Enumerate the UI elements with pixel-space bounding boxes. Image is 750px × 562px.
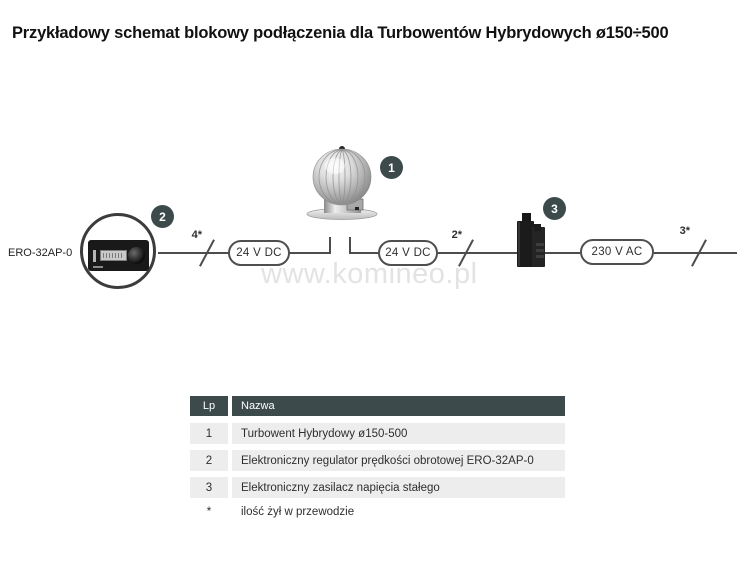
wire-segment bbox=[349, 252, 378, 254]
table-row: 2 Elektroniczny regulator prędkości obro… bbox=[190, 450, 565, 471]
col-header-nazwa: Nazwa bbox=[232, 396, 565, 416]
cell-lp: 1 bbox=[190, 423, 228, 444]
badge-turbine: 1 bbox=[380, 156, 403, 179]
legend-table: Lp Nazwa 1 Turbowent Hybrydowy ø150-500 … bbox=[190, 396, 565, 520]
wire-segment bbox=[290, 252, 331, 254]
voltage-box-230vac: 230 V AC bbox=[580, 239, 654, 265]
footnote-text: ilość żył w przewodzie bbox=[241, 506, 355, 518]
controller-logo bbox=[93, 266, 103, 268]
cell-lp: 3 bbox=[190, 477, 228, 498]
wire-stub bbox=[349, 237, 351, 254]
wire-count-label: 3* bbox=[679, 225, 690, 237]
wire-count-label: 4* bbox=[191, 229, 202, 241]
cell-lp: 2 bbox=[190, 450, 228, 471]
badge-regulator: 2 bbox=[151, 205, 174, 228]
wire-segment bbox=[438, 252, 517, 254]
controller-digits bbox=[103, 253, 124, 258]
cell-nazwa: Turbowent Hybrydowy ø150-500 bbox=[232, 423, 565, 444]
device-label: ERO-32AP-0 bbox=[8, 247, 73, 259]
power-supply-illustration bbox=[517, 213, 545, 267]
wire-segment bbox=[158, 252, 230, 254]
voltage-box-24vdc-right: 24 V DC bbox=[378, 240, 438, 266]
cell-nazwa: Elektroniczny zasilacz napięcia stałego bbox=[232, 477, 565, 498]
table-row: 3 Elektroniczny zasilacz napięcia stałeg… bbox=[190, 477, 565, 498]
controller-button bbox=[93, 250, 96, 262]
column-gutter bbox=[228, 396, 232, 416]
column-gutter bbox=[228, 450, 232, 471]
table-row: 1 Turbowent Hybrydowy ø150-500 bbox=[190, 423, 565, 444]
footnote-asterisk: * bbox=[206, 506, 212, 518]
wire-segment bbox=[654, 252, 737, 254]
badge-power-supply: 3 bbox=[543, 197, 566, 220]
voltage-box-24vdc-left: 24 V DC bbox=[228, 240, 290, 266]
col-header-lp: Lp bbox=[190, 396, 228, 416]
regulator-illustration bbox=[80, 213, 156, 289]
column-gutter bbox=[228, 423, 232, 444]
cell-nazwa: Elektroniczny regulator prędkości obroto… bbox=[232, 450, 565, 471]
column-gutter bbox=[228, 504, 232, 520]
wire-stub bbox=[329, 237, 331, 254]
controller-device bbox=[88, 240, 149, 271]
column-gutter bbox=[228, 477, 232, 498]
controller-display bbox=[100, 250, 127, 261]
turbine-vent-illustration bbox=[306, 146, 378, 220]
watermark: www.komineo.pl bbox=[261, 258, 478, 290]
controller-knob bbox=[128, 247, 145, 264]
wire-count-label: 2* bbox=[451, 229, 462, 241]
page-title: Przykładowy schemat blokowy podłączenia … bbox=[12, 24, 669, 42]
wire-segment bbox=[545, 252, 580, 254]
table-header-row: Lp Nazwa bbox=[190, 396, 565, 416]
table-footnote-row: * ilość żył w przewodzie bbox=[190, 504, 565, 520]
